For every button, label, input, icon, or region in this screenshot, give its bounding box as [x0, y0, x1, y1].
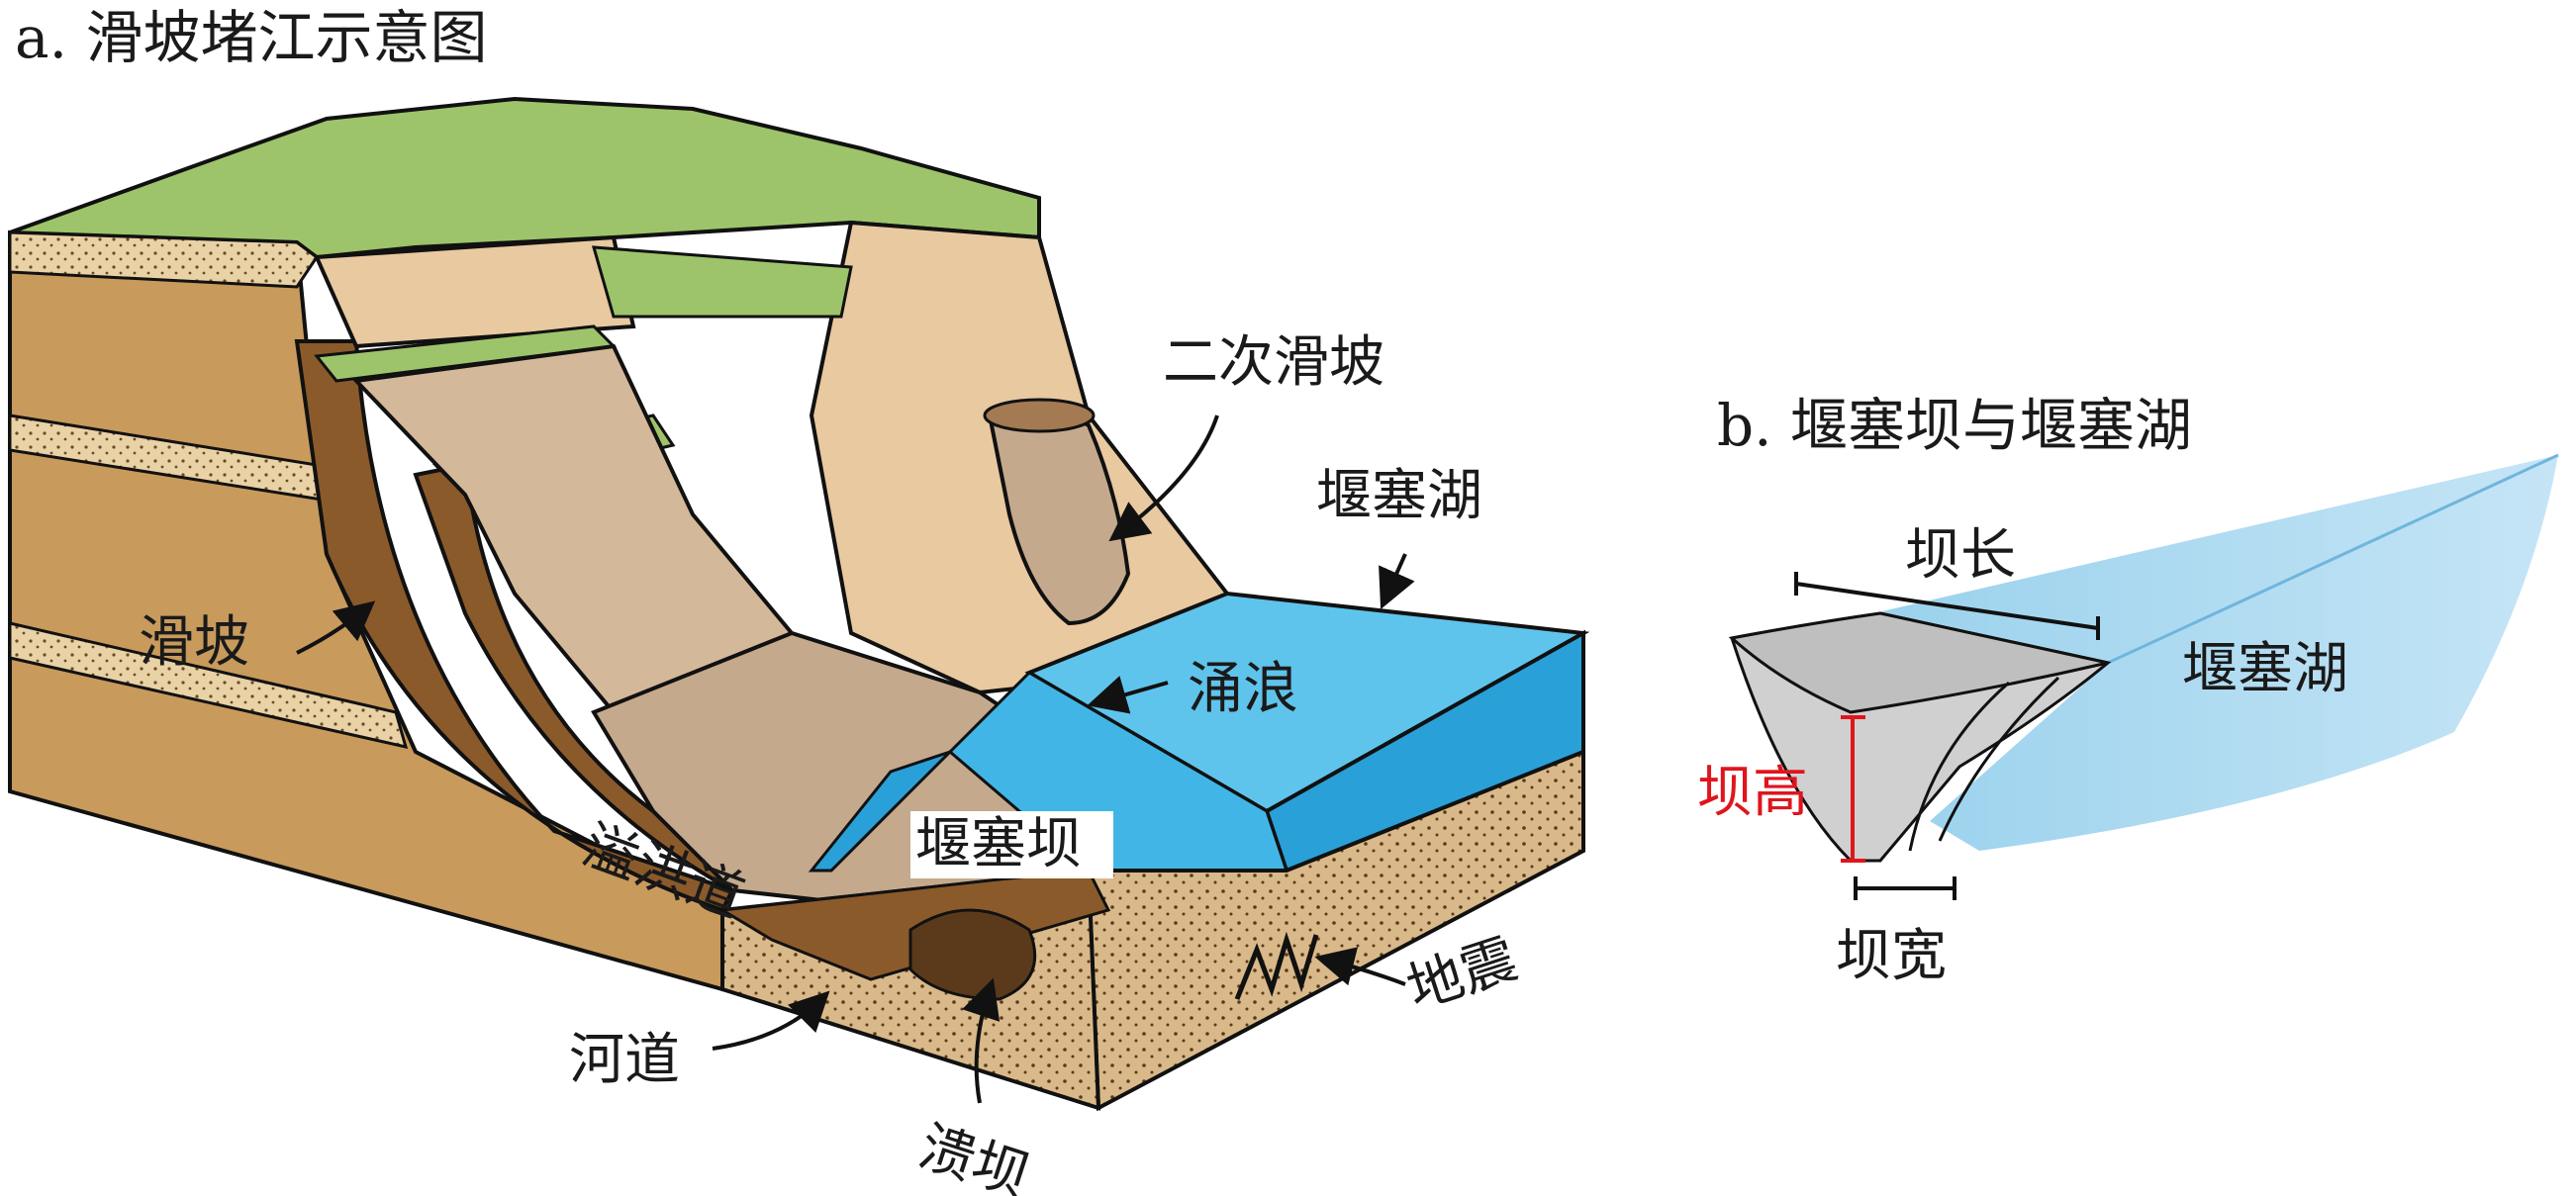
earthquake-fault-symbol — [1234, 931, 1319, 1000]
stratum-band-2 — [8, 621, 409, 750]
dim-dam-length — [1794, 572, 2100, 640]
label-river-channel: 河道 — [569, 1028, 680, 1092]
slide-step-1 — [314, 234, 636, 349]
left-block-front — [8, 230, 724, 992]
label-earthquake: 地震 — [1399, 927, 1525, 1022]
label-dam-breach: 溃坝 — [911, 1114, 1037, 1196]
panel-a-title: a. 滑坡堵江示意图 — [15, 4, 487, 71]
arrow-river-channel — [712, 990, 830, 1051]
panel-b-dam-lake — [1728, 453, 2559, 900]
dam-face-line-1 — [1908, 681, 2010, 852]
label-dammed-lake-a: 堰塞湖 — [1316, 464, 1482, 528]
label-dam-height: 坝高 — [1697, 761, 1808, 825]
label-landslide-dam: 堰塞坝 — [915, 812, 1082, 876]
secondary-landslide-crown — [983, 398, 1096, 433]
lake-centerline — [2107, 453, 2559, 665]
label-dam-width: 坝宽 — [1836, 924, 1947, 988]
dammed-lake-wedge — [1831, 455, 2558, 851]
label-secondary-landslide: 二次滑坡 — [1163, 330, 1384, 395]
spillway-channel — [808, 750, 952, 873]
riverbed-mud — [717, 869, 1111, 981]
arrow-earthquake — [1314, 947, 1406, 986]
arrow-secondary-landslide — [1108, 414, 1219, 542]
label-landslide: 滑坡 — [139, 610, 249, 675]
arrow-landslide — [296, 600, 376, 655]
arrow-dam-breach — [962, 977, 1001, 1104]
dam-crest — [1728, 611, 2109, 714]
slide-step-2 — [591, 245, 853, 319]
dam-face-line-2 — [1938, 676, 2060, 842]
label-surge: 涌浪 — [1188, 657, 1298, 721]
panel-b-title: b. 堰塞坝与堰塞湖 — [1717, 392, 2192, 459]
breach-rubble — [908, 908, 1037, 1001]
dim-dam-height — [1841, 715, 1865, 863]
arrow-surge — [1087, 676, 1169, 714]
dim-dam-width — [1854, 876, 1956, 900]
label-dammed-lake-b: 堰塞湖 — [2182, 637, 2348, 701]
top-edge-soil — [8, 230, 320, 289]
arrow-dammed-lake — [1379, 553, 1415, 609]
label-dam-length: 坝长 — [1905, 523, 2016, 588]
panel-a-arrows — [296, 414, 1415, 1104]
label-dam-bg — [910, 811, 1113, 878]
panel-a-block-diagram — [8, 96, 1590, 1112]
